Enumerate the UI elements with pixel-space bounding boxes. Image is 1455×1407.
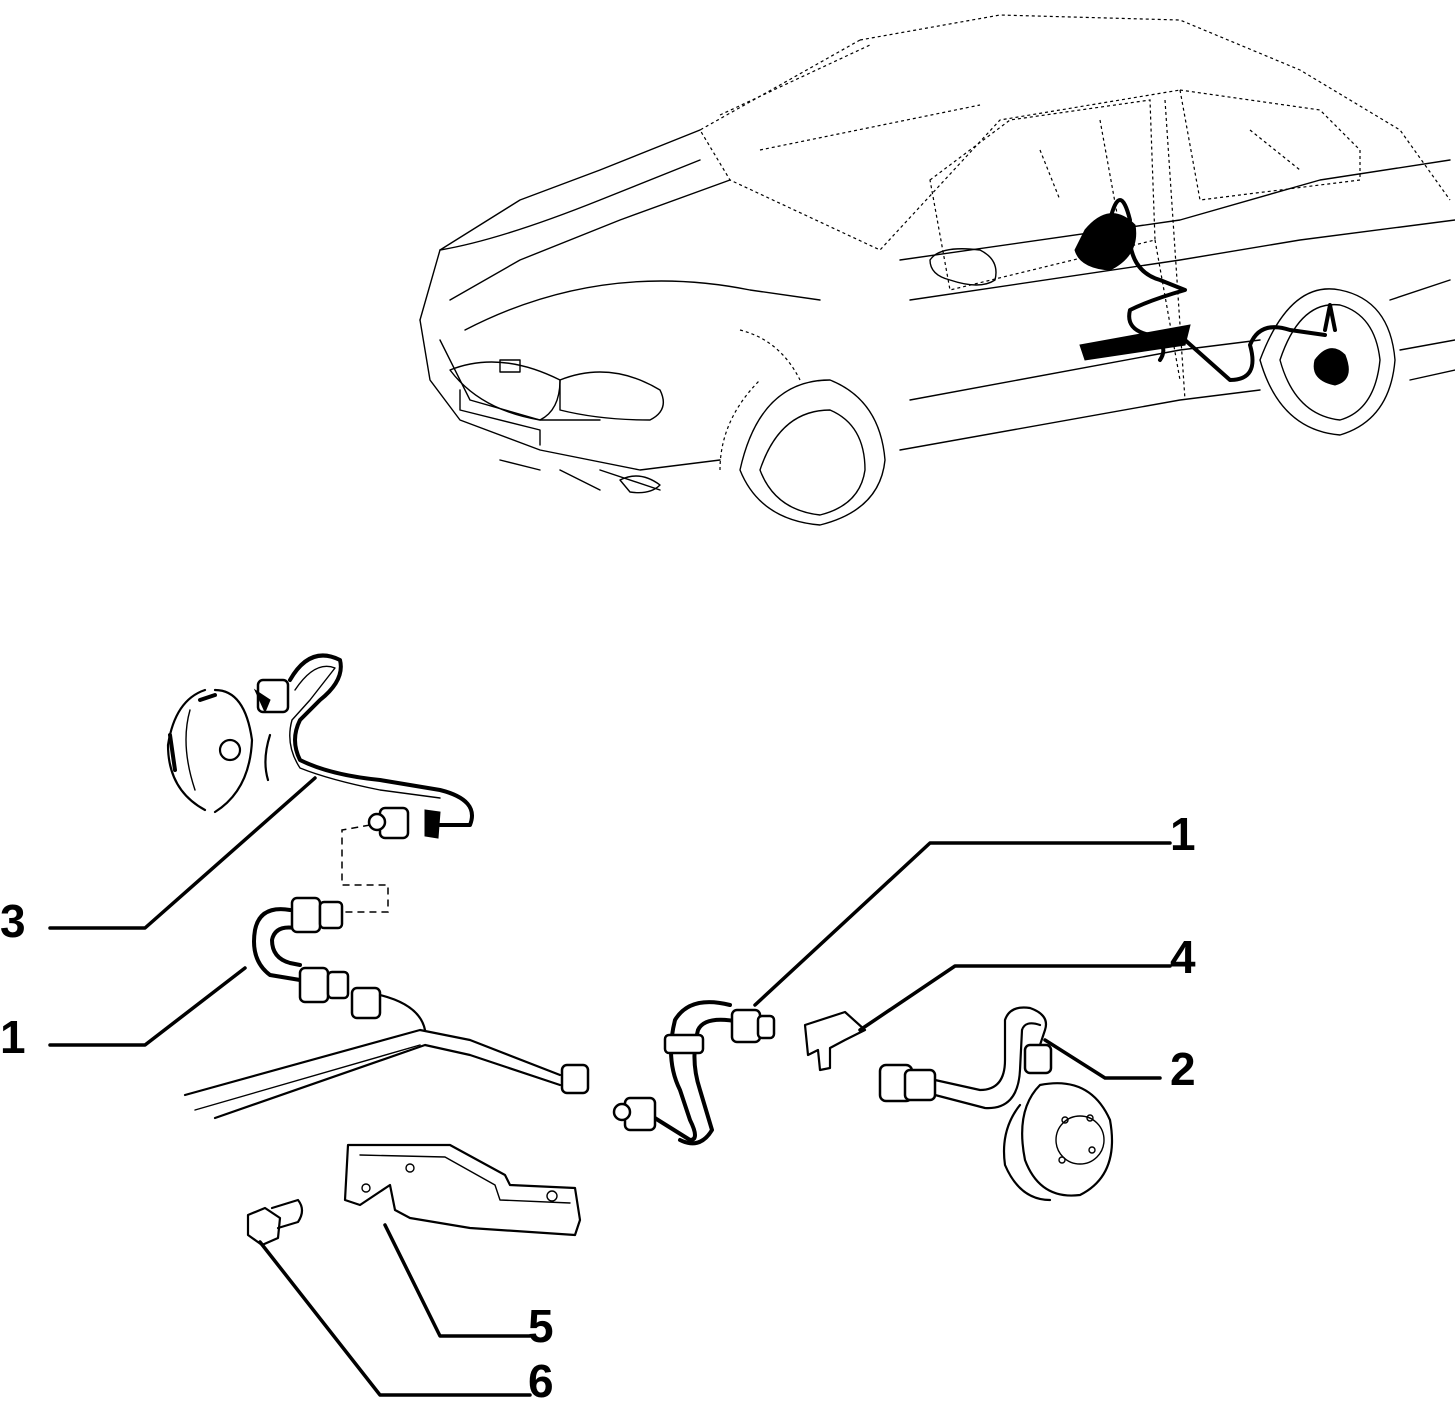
center-brake-line bbox=[183, 986, 590, 1120]
leader-lines bbox=[48, 776, 1172, 1397]
part-1-right-hose bbox=[612, 1000, 776, 1146]
callout-label-5: 5 bbox=[528, 1300, 554, 1352]
car-illustration bbox=[419, 14, 1455, 526]
leader-5 bbox=[383, 1223, 532, 1338]
leader-3 bbox=[48, 776, 317, 930]
part-6-bolt bbox=[246, 1198, 304, 1247]
callout-label-6: 6 bbox=[528, 1355, 554, 1407]
leader-6 bbox=[258, 1240, 532, 1397]
part-1-left-hose bbox=[252, 896, 350, 1004]
part-4-bracket-clip bbox=[803, 1010, 867, 1072]
callout-label-4: 4 bbox=[1170, 931, 1196, 983]
part-3-rear-left-pipe bbox=[166, 653, 474, 913]
leader-2 bbox=[1043, 1038, 1162, 1080]
callout-label-3: 3 bbox=[0, 895, 26, 947]
leader-1-right bbox=[753, 841, 1172, 1007]
callout-label-1-right: 1 bbox=[1170, 808, 1196, 860]
callout-label-2: 2 bbox=[1170, 1043, 1196, 1095]
part-5-support-bracket bbox=[343, 1143, 582, 1237]
part-2-rear-right-pipe bbox=[878, 1006, 1114, 1202]
callout-label-1-left: 1 bbox=[0, 1011, 26, 1063]
leader-1-left bbox=[48, 966, 247, 1047]
leader-4 bbox=[858, 964, 1172, 1032]
